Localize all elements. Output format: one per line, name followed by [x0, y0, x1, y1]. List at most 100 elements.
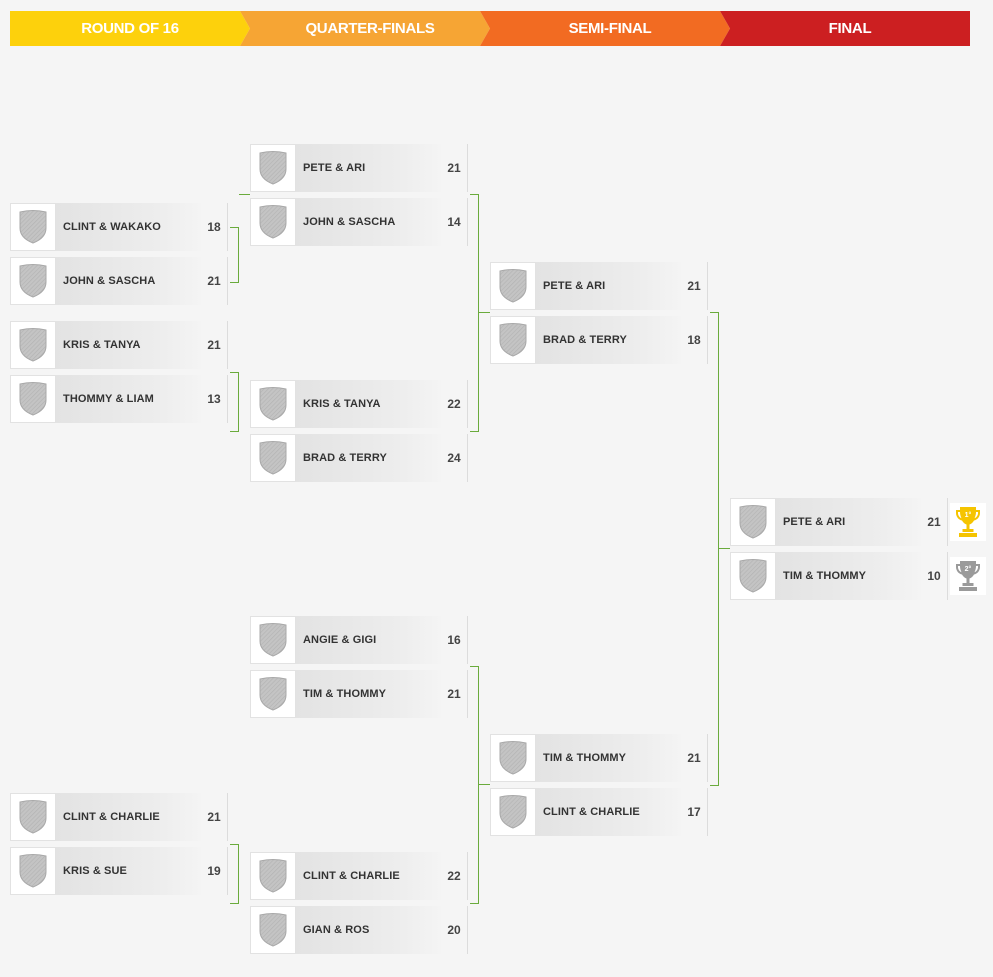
- team-score: 14: [441, 198, 468, 246]
- tab-round-of-16[interactable]: ROUND OF 16: [10, 11, 250, 46]
- rounds-header-background: [10, 11, 970, 46]
- tab-label: SEMI-FINAL: [568, 20, 652, 37]
- team-score: 21: [681, 734, 708, 782]
- shield-icon: [490, 788, 536, 836]
- tab-semi-final[interactable]: SEMI-FINAL: [490, 11, 730, 46]
- team-name: KRIS & TANYA: [56, 321, 201, 369]
- gold-trophy-graphic: 1°: [956, 507, 980, 537]
- connector-stub: [479, 312, 490, 313]
- team-name: TIM & THOMMY: [536, 734, 681, 782]
- shield-icon: [10, 793, 56, 841]
- team-score: 21: [441, 144, 468, 192]
- shield-icon: [10, 257, 56, 305]
- team-name: TIM & THOMMY: [776, 552, 921, 600]
- place-label: 1°: [965, 511, 972, 519]
- tab-final[interactable]: FINAL: [730, 11, 970, 46]
- team-score: 16: [441, 616, 468, 664]
- team-score: 20: [441, 906, 468, 954]
- team-score: 21: [201, 257, 228, 305]
- shield-icon: [250, 670, 296, 718]
- team-score: 18: [201, 203, 228, 251]
- shield-icon: [490, 262, 536, 310]
- team-name: CLINT & CHARLIE: [536, 788, 681, 836]
- team-name: ANGIE & GIGI: [296, 616, 441, 664]
- team-score: 22: [441, 852, 468, 900]
- shield-icon: [490, 734, 536, 782]
- shield-icon: [250, 198, 296, 246]
- team-name: PETE & ARI: [536, 262, 681, 310]
- shield-icon: [490, 316, 536, 364]
- team-score: 17: [681, 788, 708, 836]
- team-name: THOMMY & LIAM: [56, 375, 201, 423]
- shield-icon: [250, 906, 296, 954]
- team-name: JOHN & SASCHA: [296, 198, 441, 246]
- connector-qf-2: [470, 666, 479, 904]
- team-score: 18: [681, 316, 708, 364]
- gold-trophy-icon: 1°: [950, 503, 986, 541]
- tab-quarter-finals[interactable]: QUARTER-FINALS: [250, 11, 490, 46]
- connector-sf: [710, 312, 719, 786]
- shield-icon: [250, 144, 296, 192]
- connector-stub: [719, 548, 730, 549]
- team-name: PETE & ARI: [776, 498, 921, 546]
- team-name: KRIS & SUE: [56, 847, 201, 895]
- team-score: 13: [201, 375, 228, 423]
- team-score: 21: [441, 670, 468, 718]
- team-score: 21: [921, 498, 948, 546]
- team-score: 10: [921, 552, 948, 600]
- tab-label: ROUND OF 16: [81, 20, 179, 37]
- shield-icon: [10, 375, 56, 423]
- team-name: BRAD & TERRY: [536, 316, 681, 364]
- team-name: PETE & ARI: [296, 144, 441, 192]
- tab-label: QUARTER-FINALS: [305, 20, 435, 37]
- shield-icon: [10, 203, 56, 251]
- team-score: 19: [201, 847, 228, 895]
- shield-icon: [250, 434, 296, 482]
- team-name: CLINT & CHARLIE: [56, 793, 201, 841]
- connector-r16-3: [230, 844, 239, 904]
- team-name: BRAD & TERRY: [296, 434, 441, 482]
- team-score: 24: [441, 434, 468, 482]
- connector-qf-1: [470, 194, 479, 432]
- team-name: KRIS & TANYA: [296, 380, 441, 428]
- team-name: CLINT & CHARLIE: [296, 852, 441, 900]
- team-score: 21: [201, 793, 228, 841]
- shield-icon: [10, 847, 56, 895]
- team-name: CLINT & WAKAKO: [56, 203, 201, 251]
- shield-icon: [730, 552, 776, 600]
- connector-stub: [479, 784, 490, 785]
- team-name: JOHN & SASCHA: [56, 257, 201, 305]
- team-score: 21: [201, 321, 228, 369]
- silver-trophy-icon: 2°: [950, 557, 986, 595]
- silver-trophy-graphic: 2°: [956, 561, 980, 591]
- shield-icon: [250, 380, 296, 428]
